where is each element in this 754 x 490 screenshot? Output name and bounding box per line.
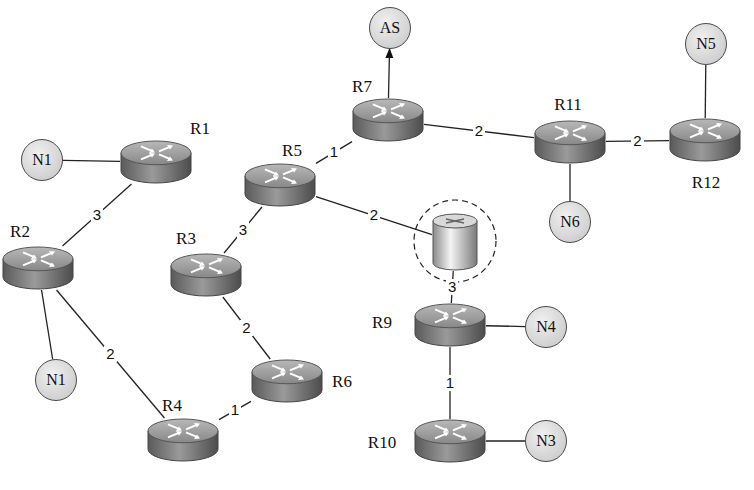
network-circle: N4 (525, 306, 567, 348)
router-name: R2 (10, 223, 30, 240)
router-name: R5 (282, 142, 302, 159)
link-line (705, 65, 707, 118)
network-name: N6 (560, 213, 580, 231)
network-name: AS (380, 19, 400, 37)
router-name: R12 (692, 174, 720, 191)
router-icon (414, 303, 486, 347)
link-cost: 3 (446, 279, 458, 296)
link-line (388, 49, 389, 98)
highlight-circle (414, 200, 496, 282)
link-cost: 3 (91, 207, 103, 224)
link-line (316, 197, 432, 235)
highlighted-router (432, 213, 478, 271)
network-name: N5 (696, 35, 716, 53)
router-name: R10 (368, 434, 396, 451)
link-line (224, 207, 262, 253)
link-cost: 2 (631, 133, 643, 150)
router-icon (352, 98, 424, 142)
router-icon (2, 246, 74, 290)
link-cost: 1 (229, 402, 241, 419)
router: R5 (244, 163, 316, 207)
network-circle: N1 (21, 139, 63, 181)
network-circle: N6 (549, 201, 591, 243)
router: R10 (414, 419, 486, 463)
link-line (486, 440, 525, 441)
link-line (63, 160, 120, 161)
link-line (42, 290, 53, 359)
link-cost: 1 (328, 144, 340, 161)
network-name: N1 (46, 371, 66, 389)
router: R6 (251, 359, 323, 403)
router-icon (534, 120, 606, 164)
router-icon (669, 118, 741, 162)
router-name: R1 (190, 120, 210, 137)
router-icon (251, 359, 323, 403)
router-icon (414, 419, 486, 463)
router-name: R9 (372, 314, 392, 331)
router-name: R11 (554, 96, 582, 113)
link-line (569, 164, 570, 201)
router-icon (147, 418, 219, 462)
link-line (223, 297, 270, 359)
router: R11 (534, 120, 606, 164)
network-name: N3 (536, 432, 556, 450)
network-name: N4 (536, 318, 556, 336)
router-name: R3 (176, 230, 196, 247)
network-circle: N5 (685, 23, 727, 65)
router-name: R6 (332, 373, 352, 390)
router: R12 (669, 118, 741, 162)
link-line (486, 325, 525, 327)
link-line (62, 184, 131, 246)
router-name: R7 (352, 78, 372, 95)
router: R2 (2, 246, 74, 290)
router-icon (432, 213, 478, 271)
link-cost: 2 (473, 123, 485, 140)
router-name: R4 (162, 397, 182, 414)
router: R3 (170, 253, 242, 297)
router: R7 (352, 98, 424, 142)
link-cost: 2 (368, 207, 380, 224)
network-circle: AS (369, 7, 411, 49)
router-icon (170, 253, 242, 297)
router-icon (120, 140, 192, 184)
link-line (219, 401, 251, 419)
router: R1 (120, 140, 192, 184)
router-icon (244, 163, 316, 207)
link-line (316, 142, 352, 164)
network-circle: N3 (525, 420, 567, 462)
link-cost: 2 (240, 320, 252, 337)
router: R9 (414, 303, 486, 347)
link-cost: 2 (104, 346, 116, 363)
network-name: N1 (32, 151, 52, 169)
link-cost: 3 (237, 222, 249, 239)
link-line (57, 290, 165, 418)
link-cost: 1 (444, 375, 456, 392)
router: R4 (147, 418, 219, 462)
network-circle: N1 (35, 359, 77, 401)
